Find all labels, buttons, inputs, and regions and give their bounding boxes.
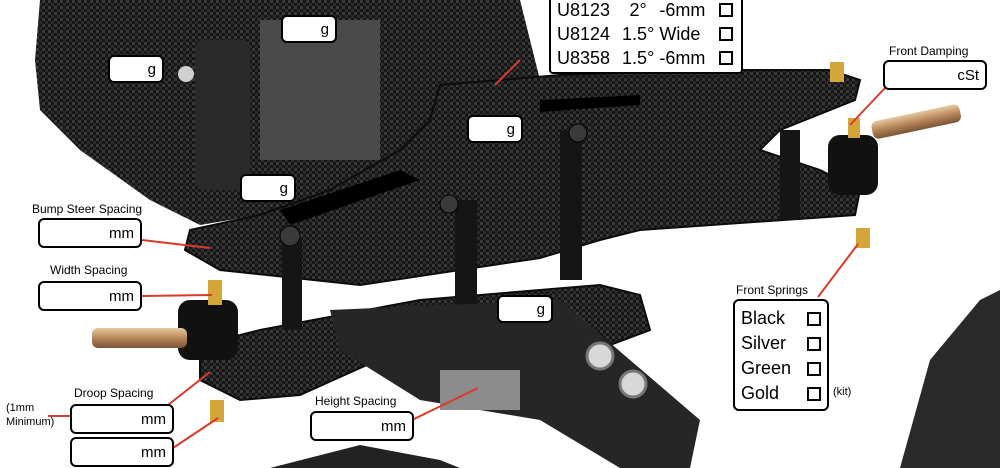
spring-option[interactable]: Gold xyxy=(741,381,821,406)
weight-unit: g xyxy=(536,300,545,318)
bumper xyxy=(900,290,1000,468)
front-upright-parts-table: U8123 2° -6mm U8124 1.5° Wide U8358 1.5°… xyxy=(549,0,743,74)
width-spacing-input[interactable]: mm xyxy=(38,281,142,311)
bump-steer-spacing-label: Bump Steer Spacing xyxy=(32,202,143,216)
leader-width xyxy=(141,294,213,297)
height-spacing-input[interactable]: mm xyxy=(310,411,414,441)
front-damping-input[interactable]: cSt xyxy=(883,60,987,90)
height-unit: mm xyxy=(381,417,406,435)
spring-checkbox[interactable] xyxy=(807,311,821,326)
screw xyxy=(439,194,459,214)
leader-damping xyxy=(849,87,886,126)
part-code: U8124 xyxy=(557,23,611,44)
spring-option[interactable]: Silver xyxy=(741,331,821,356)
leader-droop xyxy=(167,371,211,406)
standoff-post xyxy=(560,130,582,280)
part-spec: -6mm xyxy=(659,47,706,68)
height-spacing-label: Height Spacing xyxy=(315,394,397,408)
part-checkbox[interactable] xyxy=(719,51,733,65)
bushing xyxy=(618,369,648,399)
screw xyxy=(568,123,588,143)
front-damping-label: Front Damping xyxy=(889,44,969,58)
right-hub xyxy=(828,135,878,195)
spring-option[interactable]: Black xyxy=(741,306,821,331)
weight-box[interactable]: g xyxy=(240,174,296,202)
parts-row: U8123 2° -6mm xyxy=(557,0,733,22)
part-spec: Wide xyxy=(659,23,701,44)
standoff-post xyxy=(780,130,800,220)
droop-note-line1: (1mm xyxy=(6,402,35,414)
leader-extra xyxy=(169,417,219,451)
aluminum-spacer xyxy=(440,370,520,410)
weight-box[interactable]: g xyxy=(281,15,337,43)
part-code: U8123 xyxy=(557,0,611,20)
leader-parts xyxy=(494,59,521,86)
plate-cutout xyxy=(540,95,640,112)
droop-spacing-label: Droop Spacing xyxy=(74,386,154,400)
droop-minimum-note: (1mm Minimum) xyxy=(6,401,54,429)
parts-row: U8358 1.5° -6mm xyxy=(557,46,733,70)
weight-box[interactable]: g xyxy=(108,55,164,83)
damping-unit: cSt xyxy=(957,66,979,84)
spring-option-label: Gold xyxy=(741,383,780,403)
bushing xyxy=(585,341,615,371)
servo-screw xyxy=(178,66,194,82)
width-spacing-label: Width Spacing xyxy=(50,263,128,277)
servo-mount xyxy=(195,40,250,190)
part-angle: 2° xyxy=(629,0,647,20)
part-checkbox[interactable] xyxy=(719,27,733,41)
part-angle: 1.5° xyxy=(622,47,655,68)
kit-note: (kit) xyxy=(833,386,852,398)
left-spring xyxy=(208,280,222,305)
front-springs-label: Front Springs xyxy=(736,283,809,297)
left-hub xyxy=(178,300,238,360)
front-springs-options: Black Silver Green Gold xyxy=(733,299,829,411)
part-checkbox[interactable] xyxy=(719,3,733,17)
bump-unit: mm xyxy=(109,224,134,242)
part-angle: 1.5° xyxy=(622,23,655,44)
spring-checkbox[interactable] xyxy=(807,361,821,376)
weight-unit: g xyxy=(147,60,156,78)
parts-row: U8124 1.5° Wide xyxy=(557,22,733,46)
leader-springs xyxy=(817,243,859,298)
standoff-post xyxy=(455,200,477,310)
servo-block xyxy=(260,20,380,160)
upper-deck-plate xyxy=(183,69,862,287)
spring-option[interactable]: Green xyxy=(741,356,821,381)
left-axle xyxy=(92,328,187,348)
droop-unit: mm xyxy=(141,410,166,428)
right-spring-lower xyxy=(856,228,870,248)
spring-option-label: Black xyxy=(741,308,786,328)
screw xyxy=(279,225,301,247)
weight-box[interactable]: g xyxy=(467,115,523,143)
weight-unit: g xyxy=(506,120,515,138)
standoff-post xyxy=(282,240,302,330)
right-axle xyxy=(871,104,961,139)
left-spring-lower xyxy=(210,400,224,422)
droop-note-line2: Minimum) xyxy=(6,416,55,428)
weight-unit: g xyxy=(279,179,288,197)
part-code: U8358 xyxy=(557,47,611,68)
spring-option-label: Silver xyxy=(741,333,787,353)
plate-cutout xyxy=(280,170,420,225)
spring-checkbox[interactable] xyxy=(807,386,821,401)
bump-steer-spacing-input[interactable]: mm xyxy=(38,218,142,248)
droop-spacing-input[interactable]: mm xyxy=(70,404,174,434)
weight-unit: g xyxy=(320,20,329,38)
weight-box[interactable]: g xyxy=(497,295,553,323)
spring-checkbox[interactable] xyxy=(807,336,821,351)
width-unit: mm xyxy=(109,287,134,305)
lower-spacing-input[interactable]: mm xyxy=(70,437,174,467)
bumper-lower xyxy=(270,445,460,468)
damper-top xyxy=(830,62,844,82)
leader-bump xyxy=(141,239,211,249)
part-spec: -6mm xyxy=(659,0,706,20)
spring-option-label: Green xyxy=(741,358,792,378)
leader-height xyxy=(411,387,479,421)
lower-unit: mm xyxy=(141,443,166,461)
